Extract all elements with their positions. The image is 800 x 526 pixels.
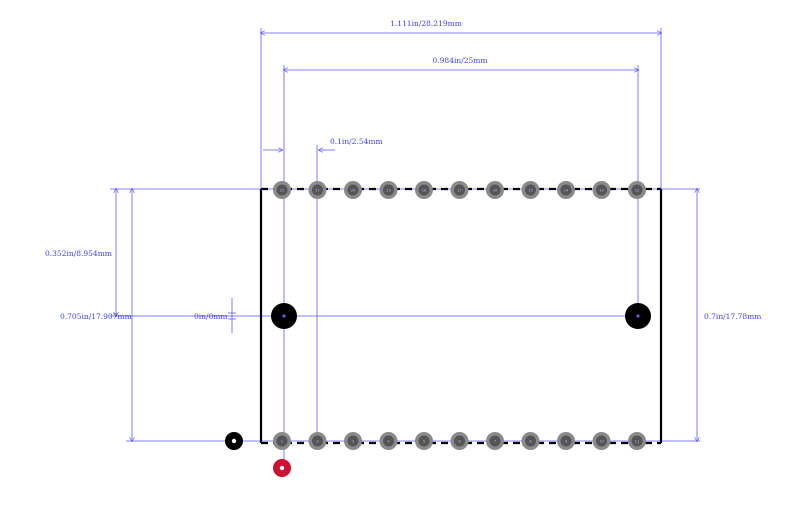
pad-label-3: 3 [352,439,354,443]
pin-pitch-label: 0.1in/2.54mm [330,137,383,146]
pad-hole-4 [383,435,394,447]
pad-hole-2 [312,435,323,447]
pad-label-4: 4 [387,439,390,443]
pad-hole-8 [525,435,536,447]
pad-label-15: 15 [528,188,533,192]
pad-hole-22 [276,184,288,196]
pad-hole-21 [312,184,323,196]
pad-hole-12 [631,184,643,196]
pad-label-21: 21 [315,188,320,192]
pad-label-13: 13 [599,188,604,192]
pad-hole-17 [454,184,465,196]
mount-hole-right-center [636,314,640,318]
pin-span-label: 0.984in/25mm [433,56,488,65]
pad-label-20: 20 [351,188,356,192]
pad-label-2: 2 [316,439,318,443]
pad-hole-3 [347,435,359,447]
pad-hole-1 [276,435,288,447]
dimension-labels: 1.111in/28.219mm 0.984in/25mm 0.1in/2.54… [45,19,761,321]
pad-hole-7 [489,435,501,447]
pad-label-7: 7 [494,439,496,443]
pad-hole-19 [383,184,394,196]
pad-hole-14 [560,184,572,196]
dimension-lines [116,33,697,441]
overall-height-label: 0.705in/17.907mm [60,312,132,321]
extension-lines [110,28,700,465]
pad-hole-5 [418,435,430,447]
pad-hole-18 [418,184,430,196]
pad-label-1: 1 [281,439,283,443]
pad-label-18: 18 [422,188,427,192]
mount-hole-left-center [282,314,286,318]
row-to-center-label: 0.352in/8.954mm [45,249,112,258]
pad-label-22: 22 [280,188,285,192]
pad-hole-16 [489,184,501,196]
pad-label-11: 11 [635,439,640,443]
origin-marker-dot [279,465,285,471]
pad-hole-9 [560,435,572,447]
pad-label-8: 8 [529,439,532,443]
body-outline [259,187,663,445]
pin1-marker-dot [231,438,237,444]
pad-hole-11 [631,435,643,447]
pad-label-10: 10 [599,439,604,443]
pad-label-12: 12 [635,188,640,192]
center-offset-label: 0in/0mm [194,312,228,321]
pad-hole-10 [596,435,607,447]
pad-label-6: 6 [458,439,461,443]
pad-label-17: 17 [457,188,462,192]
overall-width-label: 1.111in/28.219mm [390,19,462,28]
pad-label-14: 14 [564,188,569,192]
markers [225,432,291,477]
pad-hole-13 [596,184,607,196]
row-spacing-label: 0.7in/17.78mm [704,312,761,321]
mount-holes [271,303,651,329]
pad-hole-6 [454,435,465,447]
pad-hole-15 [525,184,536,196]
pad-label-16: 16 [493,188,498,192]
pad-label-9: 9 [565,439,568,443]
pad-label-19: 19 [386,188,391,192]
pad-label-5: 5 [423,439,425,443]
pad-hole-20 [347,184,359,196]
